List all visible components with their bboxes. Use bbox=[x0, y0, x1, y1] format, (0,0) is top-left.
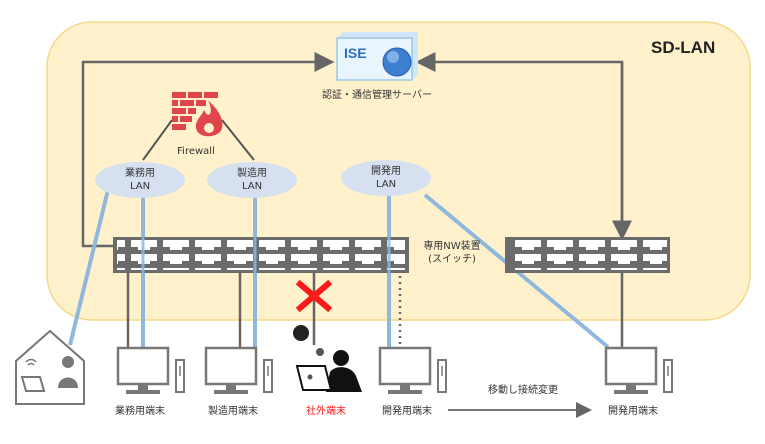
lan-development-line2: LAN bbox=[375, 179, 397, 190]
switch-main bbox=[113, 237, 409, 273]
pc-manufacturing-icon bbox=[204, 346, 273, 394]
firewall-link-left bbox=[142, 119, 173, 161]
device-links bbox=[126, 272, 624, 348]
virus-icon-small bbox=[316, 348, 324, 356]
lan-business-line2: LAN bbox=[129, 181, 151, 192]
switch-label: 専用NW装置 (スイッチ) bbox=[412, 240, 492, 266]
mgmt-line-left bbox=[81, 52, 335, 248]
pc-business-icon bbox=[116, 346, 185, 394]
virus-icon bbox=[293, 325, 309, 341]
firewall-icon bbox=[172, 92, 223, 137]
server-label: 認証・通信管理サーバー bbox=[322, 90, 432, 101]
globe-icon bbox=[382, 47, 412, 77]
ise-badge: ISE bbox=[344, 45, 367, 61]
home-worker-icon bbox=[15, 329, 85, 405]
firewall-link-right bbox=[221, 119, 255, 161]
terminal-label-manufacturing: 製造用端末 bbox=[208, 406, 258, 417]
pc-development-2-icon bbox=[604, 346, 673, 394]
terminal-label-development-1: 開発用端末 bbox=[382, 406, 432, 417]
sd-lan-title: SD-LAN bbox=[651, 38, 716, 57]
move-label: 移動し接続変更 bbox=[488, 385, 558, 396]
firewall-label: Firewall bbox=[177, 146, 215, 157]
lan-development: 開発用 LAN bbox=[341, 160, 431, 196]
malicious-user-icon bbox=[293, 325, 362, 392]
lan-business: 業務用 LAN bbox=[95, 162, 185, 198]
terminal-label-external: 社外端末 bbox=[306, 406, 346, 417]
switch-secondary bbox=[505, 237, 670, 273]
lan-business-line1: 業務用 bbox=[125, 168, 155, 179]
blocked-icon bbox=[295, 279, 333, 313]
ise-server bbox=[336, 32, 418, 81]
lan-development-line1: 開発用 bbox=[371, 166, 401, 177]
lan-manufacturing-line1: 製造用 bbox=[237, 168, 267, 179]
terminal-label-development-2: 開発用端末 bbox=[608, 406, 658, 417]
terminal-label-business: 業務用端末 bbox=[115, 406, 165, 417]
lan-manufacturing: 製造用 LAN bbox=[207, 162, 297, 198]
lan-manufacturing-line2: LAN bbox=[241, 181, 263, 192]
pc-development-1-icon bbox=[378, 346, 447, 394]
switch-label-line2: (スイッチ) bbox=[428, 254, 476, 265]
switch-label-line1: 専用NW装置 bbox=[423, 241, 481, 252]
